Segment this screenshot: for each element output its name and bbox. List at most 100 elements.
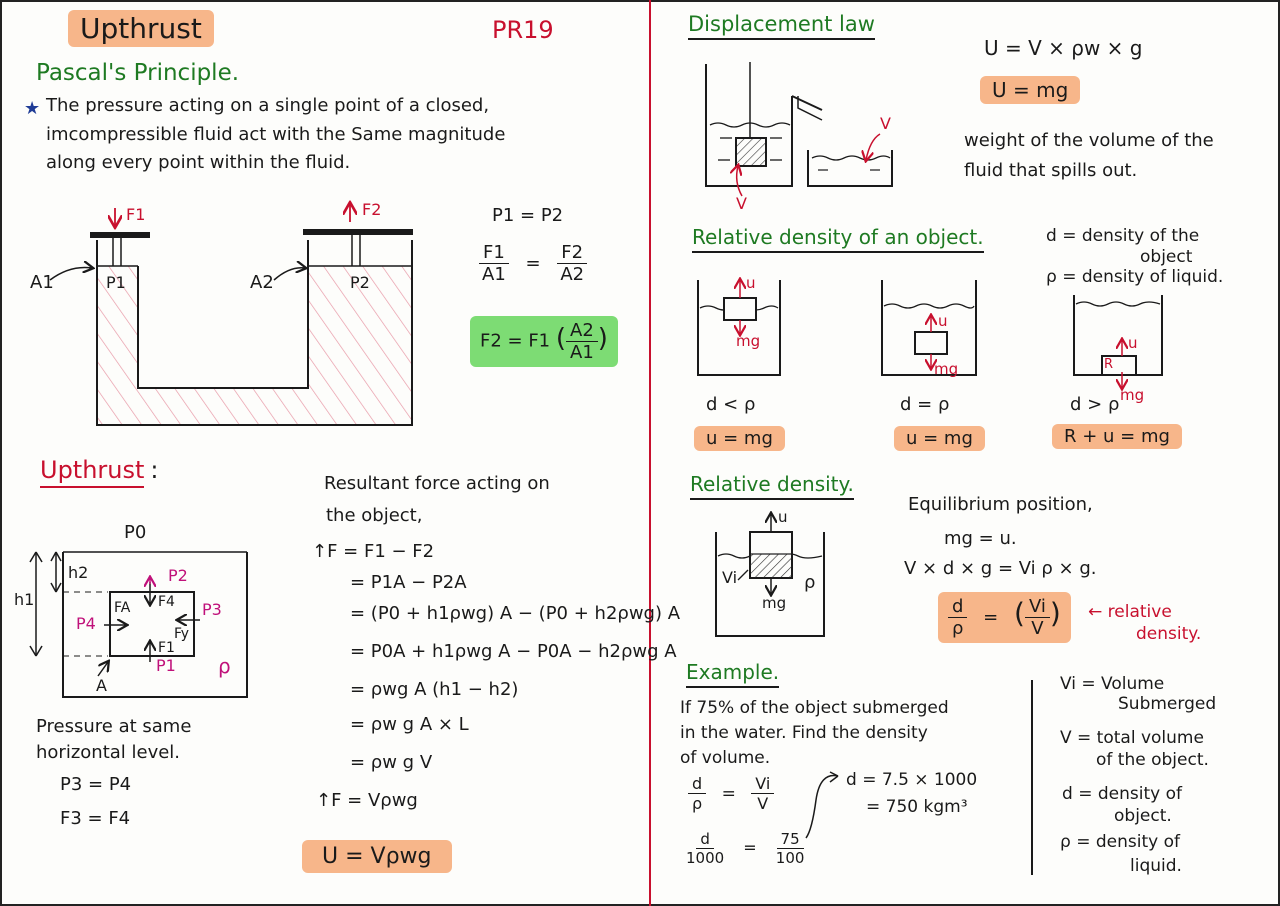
legend-5: object. [1114, 806, 1172, 826]
rd-frac-r-num: Vi [1024, 596, 1050, 618]
star-icon: ★ [24, 98, 41, 119]
s1-r-den: V [757, 794, 769, 813]
beaker3-u: u [1128, 334, 1138, 352]
resultant-line1: Resultant force acting on [324, 473, 550, 494]
cond-1: d < ρ [706, 394, 756, 415]
label-h1: h1 [14, 590, 35, 609]
beakers-diagram [697, 280, 1163, 388]
eq3-prefix: F2 = F1 [480, 330, 551, 352]
label-f2: F2 [362, 200, 382, 219]
beaker1-mg: mg [736, 332, 761, 350]
upthrust-diagram [29, 551, 248, 698]
rd-vi-label: Vi [722, 568, 738, 587]
eq-f3-f4: F3 = F4 [60, 808, 131, 829]
label-a2: A2 [250, 272, 274, 293]
derivation-5: = ρw g A × L [350, 714, 469, 735]
displacement-desc1: weight of the volume of the [964, 130, 1214, 151]
eq2-rhs-den: A2 [560, 264, 585, 285]
legend-2: V = total volume [1060, 728, 1204, 748]
spill-v-label: V [880, 114, 891, 133]
displacement-diagram [705, 62, 893, 197]
box-2: u = mg [894, 426, 985, 451]
pascal-text-line3: along every point within the fluid. [46, 152, 351, 173]
resultant-line2: the object, [326, 505, 423, 526]
s1-l-num: d [688, 774, 707, 794]
label-up-p2: P2 [168, 566, 188, 585]
equilibrium-eq2: V × d × g = Vi ρ × g. [904, 558, 1097, 579]
upthrust-heading: Upthrust: [40, 456, 159, 488]
example-q2: in the water. Find the density [680, 723, 928, 743]
relative-object-heading: Relative density of an object. [692, 225, 984, 253]
pascal-eq1: P1 = P2 [492, 205, 564, 226]
beaker3-mg: mg [1120, 386, 1145, 404]
relative-density-heading: Relative density. [690, 472, 854, 500]
s2-r-num: 75 [776, 830, 804, 849]
rd-note-line2: density. [1136, 624, 1202, 644]
displacement-heading: Displacement law [688, 12, 875, 40]
eq3-num: A2 [566, 320, 598, 342]
legend-6: ρ = density of [1060, 832, 1180, 852]
eq2-lhs-den: A1 [482, 264, 506, 285]
box-1: u = mg [694, 426, 785, 451]
derivation-2: = (P0 + h1ρwg) A − (P0 + h2ρwg) A [350, 603, 681, 624]
relative-density-diagram [715, 514, 825, 637]
hydraulic-press-diagram [49, 204, 413, 426]
derivation-0: ↑F = F1 − F2 [312, 541, 435, 562]
derivation-4: = ρwg A (h1 − h2) [350, 679, 519, 700]
displacement-heading-text: Displacement law [688, 12, 875, 40]
label-p3: P3 [202, 600, 222, 619]
example-answer1: d = 7.5 × 1000 [846, 770, 978, 790]
eq2-lhs-num: F1 [478, 242, 509, 264]
derivation-1: = P1A − P2A [350, 572, 467, 593]
displacement-eq1: U = V × ρw × g [984, 36, 1143, 60]
pascal-text-line1: The pressure acting on a single point of… [46, 95, 490, 116]
box-3: R + u = mg [1052, 424, 1182, 449]
def-rho: ρ = density of liquid. [1046, 267, 1224, 287]
displacement-boxed: U = mg [980, 76, 1081, 104]
rd-frac-l-den: ρ [952, 618, 964, 639]
legend-7: liquid. [1130, 856, 1182, 876]
equilibrium-eq1: mg = u. [944, 528, 1017, 549]
label-p0: P0 [124, 522, 147, 543]
legend-4: d = density of [1062, 784, 1182, 804]
upthrust-colon: : [150, 456, 159, 484]
legend-0: Vi = Volume [1060, 674, 1165, 694]
displacement-desc2: fluid that spills out. [964, 160, 1138, 181]
cond-2: d = ρ [900, 394, 950, 415]
example-q1: If 75% of the object submerged [680, 698, 949, 718]
example-heading-text: Example. [686, 660, 780, 688]
rd-rho-label: ρ [804, 572, 816, 593]
eq2-rhs-num: F2 [557, 242, 588, 264]
pascal-heading: Pascal's Principle. [36, 60, 240, 86]
legend-1: Submerged [1118, 694, 1217, 714]
rd-frac-r-den: V [1031, 618, 1044, 639]
block-v-label: V [736, 194, 747, 213]
upthrust-heading-text: Upthrust [40, 456, 145, 488]
equilibrium-title: Equilibrium position, [908, 494, 1093, 515]
pascal-text-line2: imcompressible fluid act with the Same m… [46, 124, 506, 145]
label-fy: Fy [174, 626, 190, 642]
s2-r-den: 100 [775, 849, 805, 867]
pressure-line2: horizontal level. [36, 742, 181, 763]
label-p1: P1 [106, 273, 126, 292]
def-d-line1: d = density of the [1046, 226, 1200, 246]
example-arrow [805, 774, 839, 839]
example-answer2: = 750 kgm³ [866, 797, 968, 817]
beaker3-r: R [1104, 357, 1114, 372]
relative-density-heading-text: Relative density. [690, 472, 854, 500]
derivation-result: ↑F = Vρwg [316, 790, 418, 811]
label-f1: F1 [126, 205, 146, 224]
label-a: A [96, 676, 107, 695]
label-h2: h2 [68, 563, 89, 582]
example-heading: Example. [686, 660, 780, 688]
s2-l-num: d [696, 830, 714, 849]
rd-frac-l-num: d [948, 596, 968, 618]
cond-3: d > ρ [1070, 394, 1120, 415]
page-code: PR19 [492, 16, 554, 44]
